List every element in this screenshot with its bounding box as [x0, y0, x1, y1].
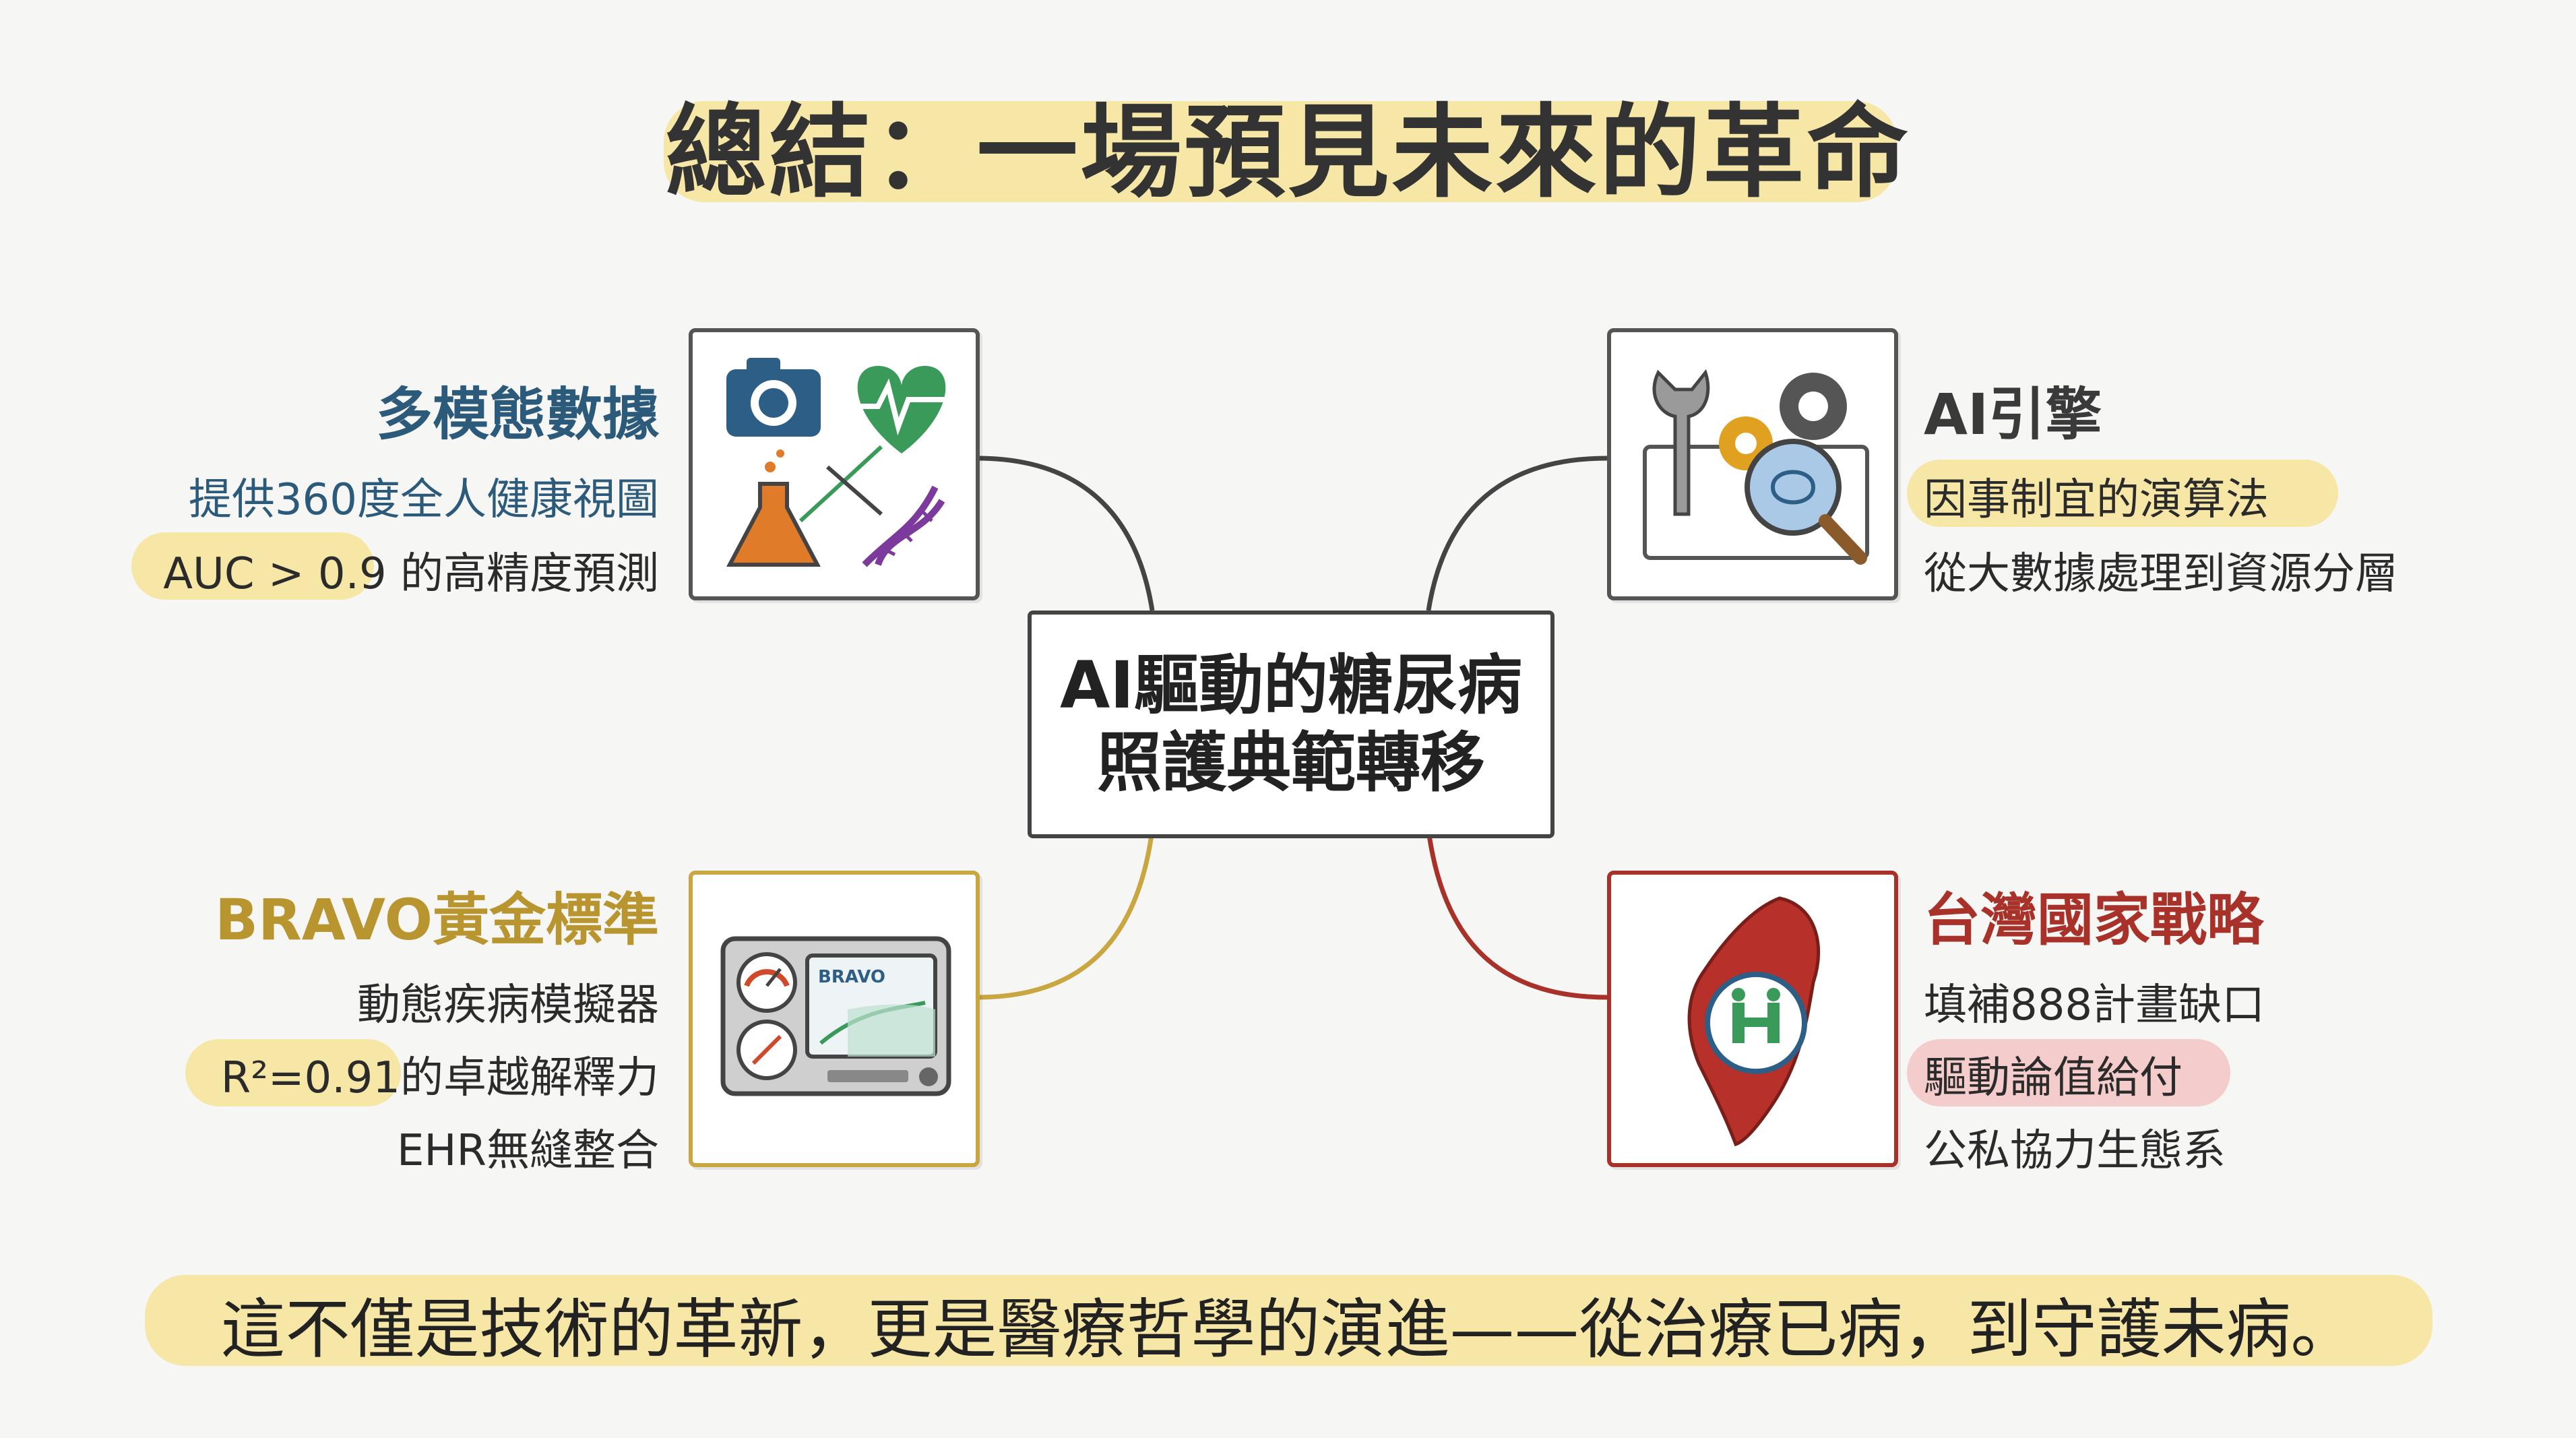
- flask-icon: [726, 449, 821, 567]
- ai-engine-title: AI引擎: [1924, 381, 2102, 447]
- footer-statement: 這不僅是技術的革新，更是醫療哲學的演進——從治療已病，到守護未病。: [220, 1292, 2356, 1367]
- compass-icon: [736, 1020, 797, 1080]
- bravo-title: BRAVO黃金標準: [215, 887, 659, 953]
- heart-pulse-icon: [854, 366, 949, 454]
- bravo-line-1: 動態疾病模擬器: [357, 980, 659, 1030]
- taiwan-line-1: 填補888計畫缺口: [1924, 980, 2265, 1030]
- center-node: AI驅動的糖尿病 照護典範轉移: [1028, 611, 1554, 838]
- taiwan-icon-box: [1607, 871, 1898, 1167]
- footer-highlight: [145, 1275, 2432, 1366]
- monitor-icon: BRAVO: [805, 954, 937, 1059]
- page-title: 總結：一場預見未來的革命: [665, 94, 1911, 212]
- center-line-2: 照護典範轉移: [1097, 725, 1485, 801]
- title-highlight: [664, 101, 1897, 202]
- multimodal-title: 多模態數據: [375, 381, 659, 447]
- monitor-label: BRAVO: [818, 967, 885, 987]
- ai-engine-line-1: 因事制宜的演算法: [1924, 475, 2269, 525]
- taiwan-line-2: 驅動論值給付: [1924, 1053, 2182, 1103]
- ai-engine-line-2: 從大數據處理到資源分層: [1924, 549, 2398, 599]
- multimodal-highlight: [131, 532, 374, 600]
- taiwan-title: 台灣國家戰略: [1924, 887, 2264, 953]
- gauge-icon: [736, 952, 797, 1013]
- bravo-icon-box: BRAVO: [689, 871, 980, 1167]
- wrench-icon: [1652, 369, 1710, 516]
- taiwan-highlight: [1907, 1039, 2230, 1106]
- multimodal-line-2: AUC > 0.9 的高精度預測: [163, 549, 659, 599]
- ai-engine-icon-box: [1607, 328, 1898, 600]
- camera-icon: [726, 358, 821, 437]
- bravo-line-3: EHR無縫整合: [396, 1126, 659, 1176]
- ai-engine-highlight: [1907, 460, 2338, 527]
- health-logo-icon: [1705, 972, 1807, 1074]
- center-line-1: AI驅動的糖尿病: [1059, 647, 1522, 723]
- bravo-highlight: [185, 1039, 401, 1106]
- bravo-line-2: R²=0.91的卓越解釋力: [220, 1053, 659, 1103]
- brain-magnifier-icon: [1745, 439, 1867, 565]
- taiwan-line-3: 公私協力生態系: [1924, 1126, 2226, 1176]
- multimodal-line-1: 提供360度全人健康視圖: [188, 475, 659, 525]
- dna-icon: [862, 485, 945, 567]
- multimodal-icon-box: [689, 328, 980, 600]
